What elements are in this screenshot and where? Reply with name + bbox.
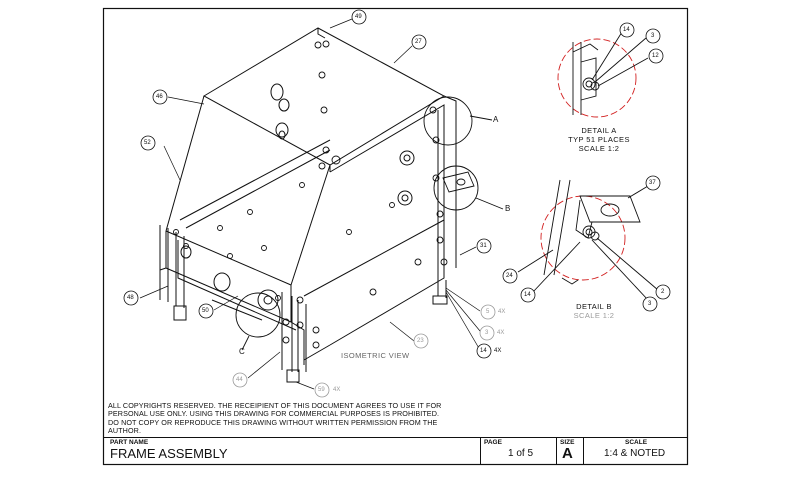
balloon-14: 14 — [480, 348, 487, 354]
sheet-border — [102, 7, 689, 466]
callout-circles — [235, 96, 504, 351]
balloon-circles — [123, 9, 496, 398]
detail-a-title: DETAIL A — [581, 126, 617, 135]
balloon-46: 46 — [156, 94, 163, 100]
detail-a-scale: SCALE 1:2 — [578, 144, 620, 153]
detail-a-drawing — [557, 22, 664, 118]
detail-b-title: DETAIL B — [576, 302, 612, 311]
detail-a-balloon-12: 12 — [652, 53, 659, 59]
size-value: A — [562, 445, 573, 462]
callout-label-a: A — [493, 115, 499, 124]
detail-b-balloon-37: 37 — [649, 180, 656, 186]
balloon-3-qty: 4X — [497, 330, 505, 336]
detail-b-drawing — [502, 175, 671, 312]
balloon-59-qty: 4X — [333, 387, 341, 393]
detail-b-balloon-2: 2 — [661, 289, 665, 295]
copyright-note: ALL COPYRIGHTS RESERVED. THE RECEIPIENT … — [108, 401, 442, 436]
page-label: PAGE — [484, 439, 502, 446]
balloon-48: 48 — [127, 295, 134, 301]
detail-b-balloon-3: 3 — [648, 301, 652, 307]
detail-b-balloon-14: 14 — [524, 292, 531, 298]
leader-lines — [139, 18, 481, 390]
size-label: SIZE — [560, 439, 575, 446]
detail-b-balloon-24: 24 — [506, 273, 513, 279]
balloon-5: 5 — [486, 309, 490, 315]
balloon-31: 31 — [480, 243, 487, 249]
detail-a-balloon-3: 3 — [651, 33, 655, 39]
balloon-49: 49 — [355, 14, 362, 20]
balloon-3: 3 — [485, 330, 489, 336]
isometric-frame — [159, 27, 457, 383]
balloon-44: 44 — [236, 377, 243, 383]
balloon-50: 50 — [202, 308, 209, 314]
detail-b-scale: SCALE 1:2 — [573, 311, 615, 320]
balloon-52: 52 — [144, 140, 151, 146]
part-name-label: PART NAME — [110, 439, 149, 446]
view-label: ISOMETRIC VIEW — [341, 351, 410, 360]
detail-a-balloon-14: 14 — [623, 27, 630, 33]
callout-label-c: C — [239, 347, 245, 356]
callout-label-b: B — [505, 204, 511, 213]
page-value: 1 of 5 — [508, 448, 534, 459]
bracket-b — [442, 171, 475, 193]
balloon-14-qty: 4X — [494, 348, 502, 354]
part-name-value: FRAME ASSEMBLY — [110, 446, 228, 461]
scale-label: SCALE — [625, 439, 648, 446]
balloon-59: 59 — [318, 387, 325, 393]
balloon-23: 23 — [417, 338, 424, 344]
balloon-27: 27 — [415, 39, 422, 45]
detail-a-note: TYP 51 PLACES — [568, 135, 630, 144]
balloon-5-qty: 4X — [498, 309, 506, 315]
scale-value: 1:4 & NOTED — [604, 448, 666, 459]
detail-a-caption: DETAIL A TYP 51 PLACES SCALE 1:2 — [539, 126, 659, 153]
detail-b-caption: DETAIL B SCALE 1:2 — [534, 302, 654, 320]
